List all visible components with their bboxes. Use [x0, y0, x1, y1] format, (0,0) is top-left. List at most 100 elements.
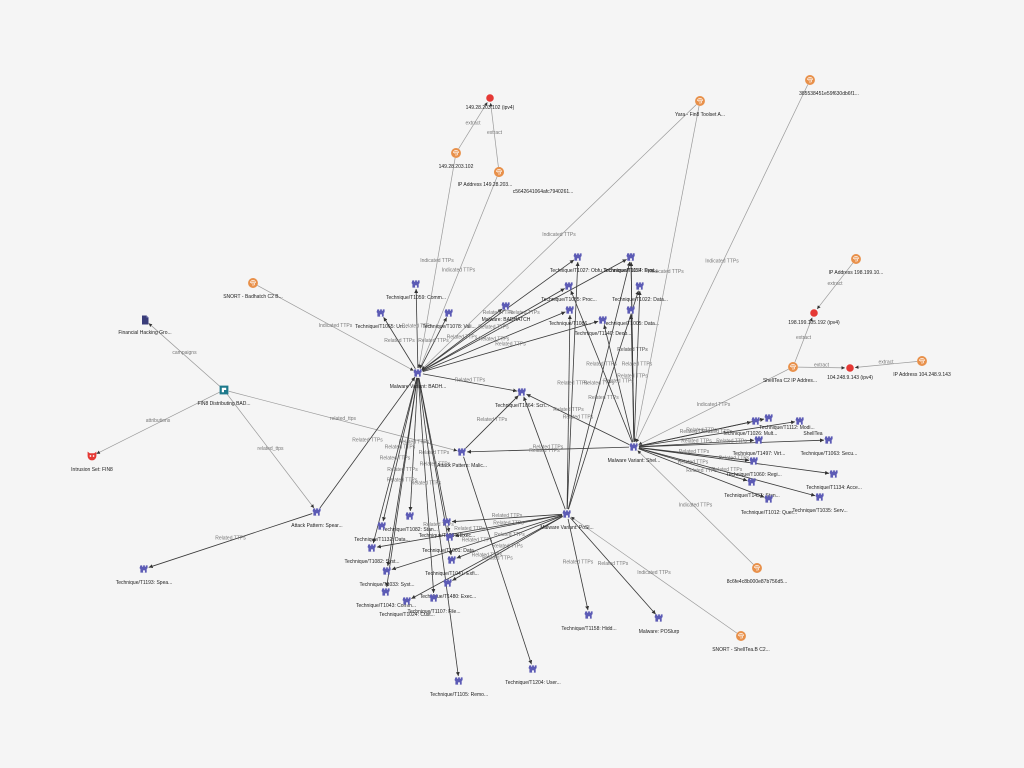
node-shelltea_ap[interactable]: ShellTea: [795, 417, 823, 437]
node-ip1_ind[interactable]: 149.28.203.102: [439, 147, 474, 170]
edge-mv_badh-t1082a[interactable]: [408, 377, 419, 512]
edge-mv_posl-t1204x[interactable]: [451, 513, 563, 524]
node-ip3_obs[interactable]: 104.248.9.143 (ipv4): [827, 364, 873, 381]
edge-mv_badh-t1027[interactable]: [421, 259, 575, 371]
node-t1112[interactable]: Technique/T1112: Modi...: [759, 414, 815, 431]
node-t1082b[interactable]: Technique/T1082: Syst...: [344, 544, 400, 565]
edge-ap_malic-t1064[interactable]: [465, 395, 519, 449]
node-t1158[interactable]: Technique/T1158: Hidd...: [561, 611, 617, 632]
edge-ap_spear-t1193[interactable]: [148, 513, 313, 569]
edge-ip1_ind2-ip1_obs[interactable]: [489, 102, 499, 168]
edge-mv_posl-t1033[interactable]: [391, 515, 563, 571]
edge-yara-mv_shel[interactable]: [633, 105, 700, 443]
edge-mv_badh-t1124[interactable]: [422, 259, 627, 371]
node-ip2_obs[interactable]: 198.199.105.192 (ipv4): [788, 309, 840, 326]
node-yara[interactable]: Yara - Fin8 Toolset A...: [675, 95, 725, 118]
edge-mv_badh-t1065[interactable]: [383, 317, 416, 369]
node-hash3[interactable]: 8c6fe4c8b000e87b756d5...: [727, 562, 788, 585]
node-intrusion[interactable]: Intrusion Set: FIN8: [71, 451, 113, 473]
node-t1124[interactable]: Technique/T1124: Syst...: [604, 253, 659, 274]
node-t1001[interactable]: Technique/T1001: Data...: [422, 533, 478, 554]
edge-mv_shel-t1437[interactable]: [638, 448, 748, 482]
node-t1033[interactable]: Technique/T1033: Syst...: [359, 567, 415, 588]
edge-shelltea_c2-mv_shel[interactable]: [638, 368, 789, 446]
edge-mv_badh-t1140[interactable]: [422, 320, 599, 373]
node-t1041[interactable]: Technique/T1041: Exfi...: [425, 556, 479, 577]
edge-ip1_ind-ip1_obs[interactable]: [458, 102, 488, 149]
edge-mv_posl-t1041[interactable]: [456, 515, 563, 559]
edge-mv_shel-t1055[interactable]: [570, 290, 633, 443]
node-t1193[interactable]: Technique/T1193: Spea...: [116, 565, 173, 586]
node-report[interactable]: Financial Hacking Gro...: [118, 315, 172, 337]
node-t1012[interactable]: Technique/T1012: Quer...: [741, 495, 797, 516]
edge-mv_badh-t1055[interactable]: [422, 288, 565, 371]
node-t1026[interactable]: Technique/T1026: Mult...: [723, 417, 778, 437]
edge-mv_shel-t1497[interactable]: [638, 438, 755, 448]
node-t1005[interactable]: Technique/T1005: Data...: [603, 306, 659, 327]
edge-yara-mv_badh[interactable]: [421, 104, 697, 370]
edge-mv_posl-t1480[interactable]: [452, 516, 563, 581]
edge-ip2_ind-ip2_obs[interactable]: [816, 262, 854, 310]
node-ap_spear[interactable]: Attack Pattern: Spear...: [291, 508, 343, 529]
edge-campaign-ap_spear[interactable]: [226, 393, 315, 509]
edge-mv_badh-t1078[interactable]: [419, 317, 448, 369]
node-t1060[interactable]: Technique/T1060: Regi...: [726, 457, 782, 478]
node-t1022[interactable]: Technique/T1022: Data...: [612, 282, 668, 303]
node-t1057[interactable]: Technique/T1057: Proc...: [603, 253, 659, 274]
edge-mv_posl-t1064[interactable]: [523, 396, 566, 510]
edge-mv_shel-t1026[interactable]: [638, 420, 752, 447]
edge-mv_posl-t1001[interactable]: [454, 514, 563, 538]
node-t1480[interactable]: Technique/T1480: Exec...: [420, 579, 476, 600]
node-t1035[interactable]: Technique/T1035: Serv...: [792, 493, 848, 514]
edge-mv_badh-t1001[interactable]: [418, 377, 451, 533]
edge-mv_posl-t1082b[interactable]: [376, 514, 563, 549]
edge-mv_posl-t1158[interactable]: [567, 518, 590, 611]
edge-mv_shel-t1134[interactable]: [638, 447, 830, 475]
node-t1107[interactable]: Technique/T1107: File...: [408, 594, 461, 615]
edge-mv_posl-t1022[interactable]: [568, 290, 640, 510]
edge-campaign-ap_malic[interactable]: [228, 390, 458, 452]
edge-mv_shel-t1012[interactable]: [638, 448, 765, 498]
node-t1204[interactable]: Technique/T1204: User...: [505, 665, 561, 686]
node-t1086[interactable]: Technique/T1086...: [549, 306, 592, 327]
edge-mv_badh-t1064[interactable]: [422, 373, 518, 393]
edge-campaign-report[interactable]: [148, 323, 221, 387]
node-t1140[interactable]: Technique/T1140: Deob...: [575, 316, 632, 337]
node-t1134[interactable]: Technique/T1134: Acce...: [806, 470, 862, 491]
node-snort1[interactable]: SNORT - Badhatch C2 B...: [223, 277, 283, 300]
node-ip1_obs[interactable]: 149.28.203.102 (ipv4): [466, 94, 515, 111]
node-t1105[interactable]: Technique/T1105: Remo...: [430, 677, 488, 698]
node-malware_poslurp[interactable]: Malware: POSlurp: [639, 614, 680, 635]
edge-snort2-mv_posl[interactable]: [570, 516, 738, 634]
edge-mv_badh-t1105[interactable]: [418, 377, 460, 677]
edge-mv_shel-t1063[interactable]: [638, 438, 825, 448]
node-t1064[interactable]: Technique/T1064: Scri...: [495, 388, 549, 409]
edge-mv_shel-shelltea_ap[interactable]: [638, 420, 796, 447]
node-t1082a[interactable]: Technique/T1082: Stan...: [382, 512, 438, 533]
edge-mv_posl-t1027[interactable]: [566, 261, 580, 510]
edge-ip1_ind-mv_badh[interactable]: [417, 157, 456, 369]
node-t1437[interactable]: Technique/T1437: Stan...: [724, 478, 780, 499]
edge-mv_badh-t1082b[interactable]: [372, 377, 418, 544]
node-t1043[interactable]: Technique/T1043: Comm...: [356, 588, 416, 609]
node-ip3_ind[interactable]: IP Address 104.248.9.143: [893, 355, 951, 378]
edge-mv_shel-t1005[interactable]: [629, 314, 635, 443]
node-ap_malic[interactable]: Attack Pattern: Malic...: [437, 448, 487, 469]
node-ip2_ind[interactable]: IP Address 198.199.10...: [829, 253, 884, 276]
edge-hash3-mv_shel[interactable]: [637, 450, 754, 565]
edge-mv_shel-ap_malic[interactable]: [466, 446, 630, 454]
edge-shelltea_c2-ip2_obs[interactable]: [794, 317, 813, 363]
node-mv_badh[interactable]: Malware Variant: BADH...: [390, 369, 447, 390]
node-mv_shel[interactable]: Malware Variant: Shel...: [608, 443, 661, 464]
node-hash1[interactable]: c5642641064afc7940261...: [493, 166, 573, 195]
node-t1497[interactable]: Technique/T1497: Virt...: [733, 436, 786, 457]
node-shelltea_c2[interactable]: ShellTea C2 IP Addres...: [763, 361, 817, 384]
edge-mv_badh-t1043[interactable]: [385, 377, 418, 588]
edge-mv_badh-t1059[interactable]: [414, 288, 419, 369]
node-ip1_ind2[interactable]: IP Address 149.28.203...: [458, 166, 513, 188]
edge-mv_posl-t1086[interactable]: [566, 314, 572, 510]
edge-snort1-mv_badh[interactable]: [257, 285, 414, 371]
node-snort2[interactable]: SNORT - ShellTea.B C2...: [712, 630, 770, 653]
node-t1063[interactable]: Technique/T1063: Secu...: [801, 436, 858, 457]
edge-mv_posl-t1057[interactable]: [567, 261, 631, 510]
